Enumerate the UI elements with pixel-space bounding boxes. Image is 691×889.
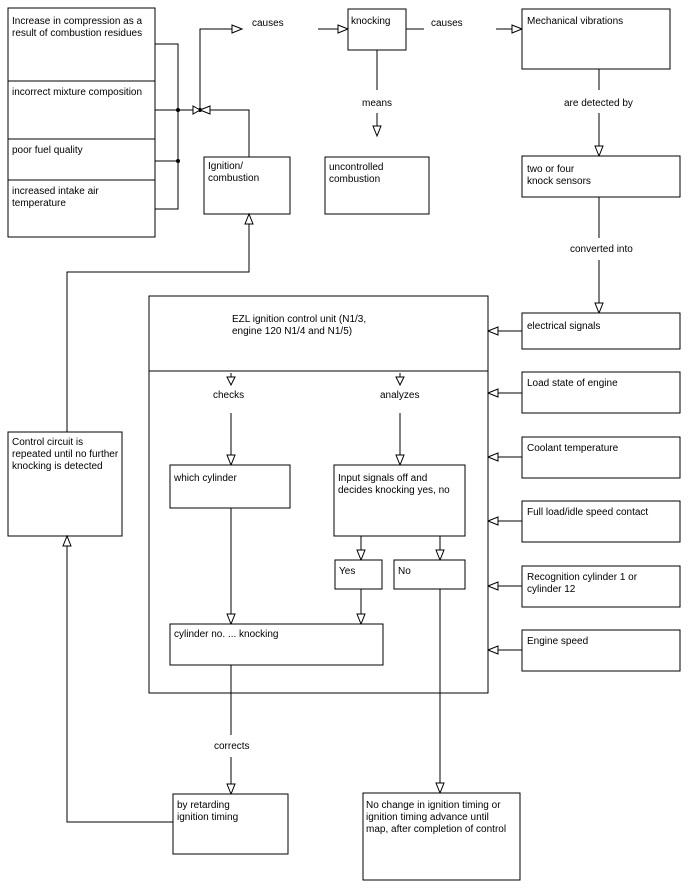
knocking-box-text: knocking — [351, 16, 390, 27]
no-box-text: No — [398, 566, 411, 577]
label-causes-2: causes — [431, 18, 463, 29]
electrical-signals-box-text: electrical signals — [527, 321, 600, 332]
which-cylinder-box-text: which cylinder — [173, 473, 237, 484]
arrow-analyzes — [395, 373, 405, 387]
mechanical-vibrations-box-text: Mechanical vibrations — [527, 16, 623, 27]
arrow-control-to-ignition — [66, 212, 254, 432]
input-box-load-state-text: Load state of engine — [527, 378, 618, 389]
label-detected-by: are detected by — [564, 98, 633, 109]
arrow-mechanical-to-sensors — [594, 69, 604, 158]
input-box-full-load: Full load/idle speed contact — [486, 500, 681, 543]
arrow-retarding-to-control — [62, 534, 173, 823]
mechanical-vibrations-box: Mechanical vibrations — [521, 8, 671, 70]
ezl-title: EZL ignition control unit (N1/3,engine 1… — [232, 314, 366, 337]
input-box-full-load-text: Full load/idle speed contact — [527, 507, 648, 518]
arrow-analyzes-to-input — [395, 413, 405, 467]
arrow-cylinder-to-retarding — [226, 665, 236, 796]
input-box-engine-speed-text: Engine speed — [527, 636, 588, 647]
label-analyzes: analyzes — [380, 390, 419, 401]
label-means: means — [362, 98, 392, 109]
cylinder-knocking-box: cylinder no. ... knocking — [169, 623, 384, 666]
arrow-to-yes — [356, 536, 366, 562]
arrow-no-to-no-change — [435, 589, 445, 795]
input-box-engine-speed: Engine speed — [486, 629, 681, 672]
arrow-to-knocking — [318, 24, 350, 34]
label-corrects: corrects — [214, 741, 250, 752]
ignition-combustion-box: Ignition/combustion — [203, 156, 291, 215]
which-cylinder-box: which cylinder — [169, 464, 291, 509]
input-box-load-state: Load state of engine — [486, 371, 681, 414]
ignition-combustion-box-text: Ignition/combustion — [208, 161, 259, 184]
arrow-checks — [226, 373, 236, 387]
arrow-checks-to-which — [226, 413, 236, 467]
yes-box-text: Yes — [339, 566, 355, 577]
cause-box-fuel-quality: poor fuel quality — [7, 138, 156, 181]
arrow-to-no — [435, 536, 445, 562]
arrow-sensors-to-electrical — [594, 197, 604, 315]
label-checks: checks — [213, 390, 244, 401]
no-box: No — [393, 559, 466, 590]
cause-box-fuel-quality-text: poor fuel quality — [12, 145, 83, 156]
cause-box-mixture-text: incorrect mixture composition — [12, 87, 142, 98]
arrow-yes-to-cylinder — [356, 589, 366, 626]
input-box-coolant-text: Coolant temperature — [527, 443, 619, 454]
arrow-knocking-to-uncontrolled — [372, 50, 382, 138]
input-box-coolant: Coolant temperature — [486, 436, 681, 479]
knocking-box: knocking — [347, 8, 407, 51]
cylinder-knocking-box-text: cylinder no. ... knocking — [174, 629, 279, 640]
label-converted-into: converted into — [570, 244, 633, 255]
arrow-knocking-to-mechanical — [406, 24, 524, 34]
cause-box-mixture: incorrect mixture composition — [7, 80, 156, 140]
electrical-signals-box: electrical signals — [486, 312, 681, 350]
yes-box: Yes — [334, 559, 383, 590]
cause-connectors — [155, 24, 250, 210]
arrow-which-to-cylinder — [226, 508, 236, 626]
label-causes-1: causes — [252, 18, 284, 29]
